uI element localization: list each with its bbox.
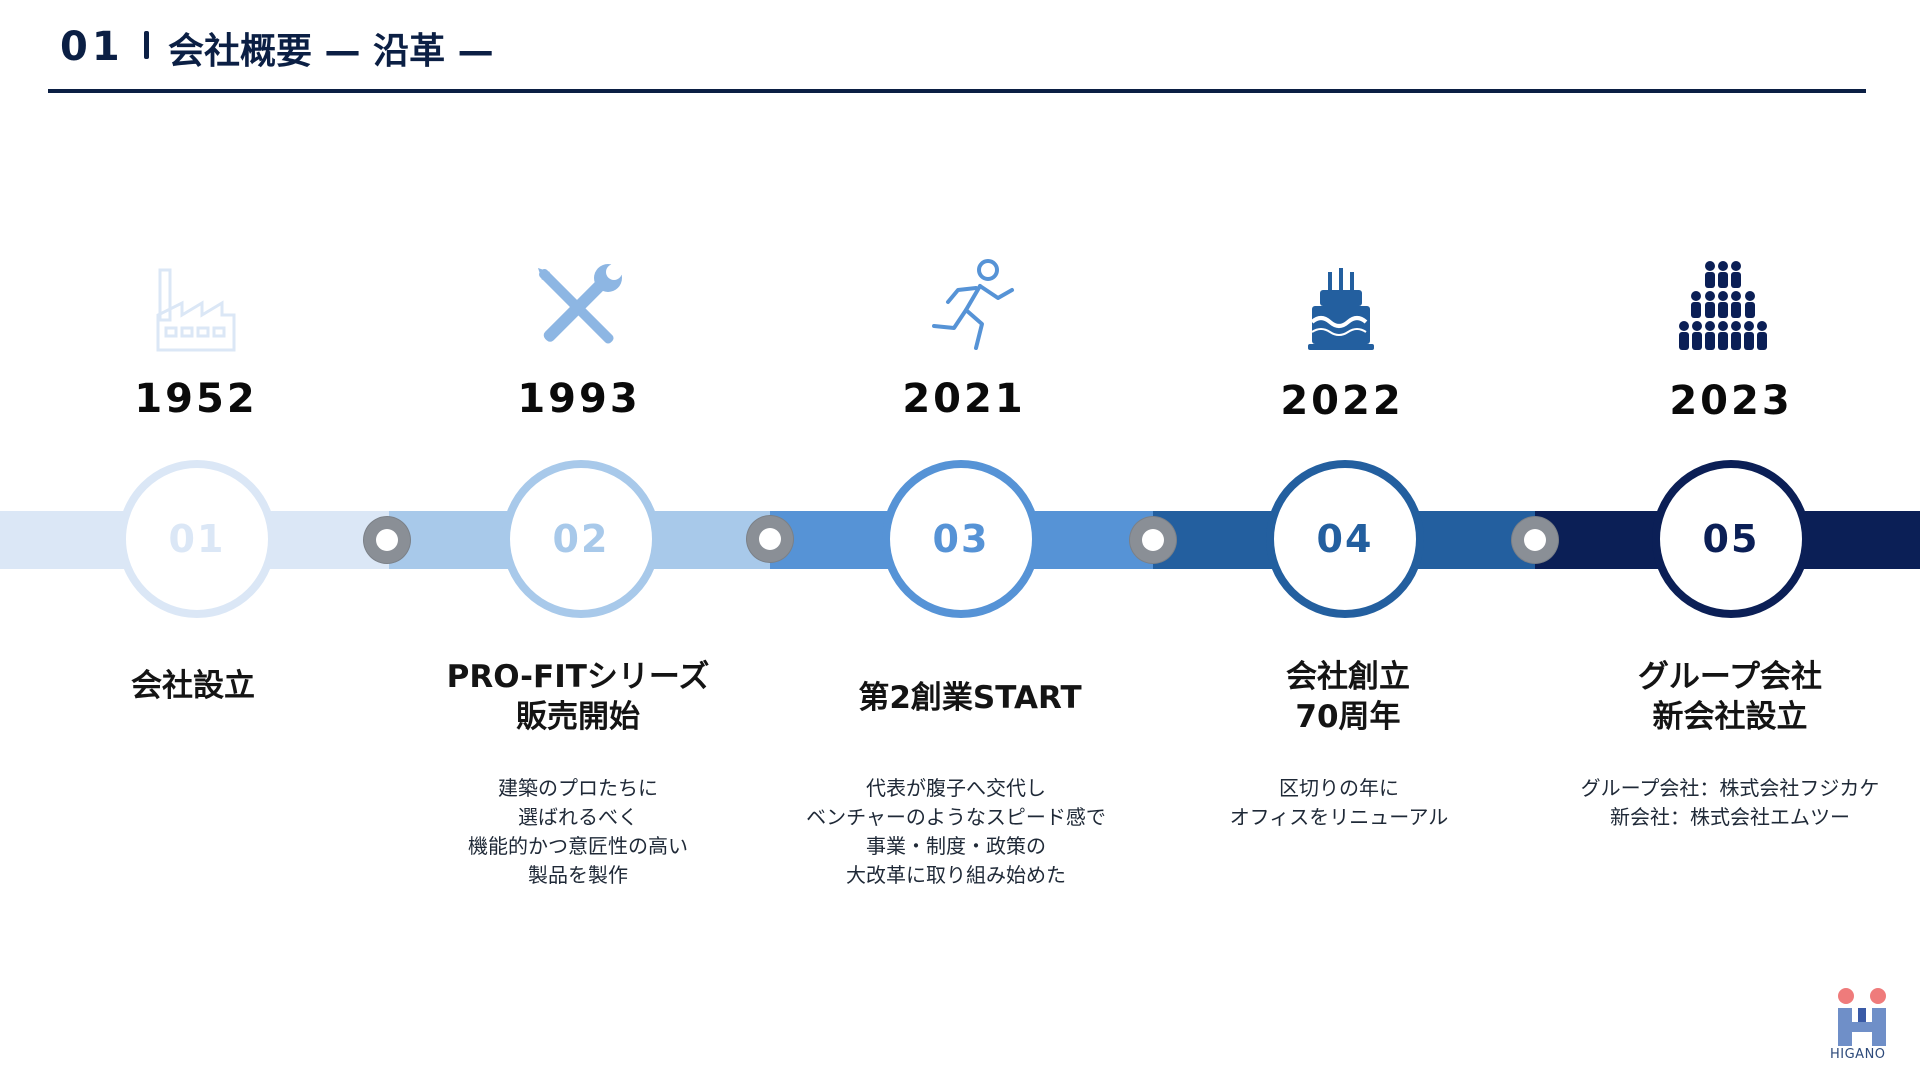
description-line: オフィスをリニューアル bbox=[1229, 805, 1449, 829]
timeline-connector bbox=[1512, 517, 1558, 563]
description-line: 大改革に取り組み始めた bbox=[846, 863, 1066, 887]
milestone-title: 会社創立 70周年 bbox=[1158, 657, 1538, 737]
milestone-description: 代表が腹子へ交代し ベンチャーのようなスピード感で 事業・制度・政策の 大改革に… bbox=[766, 774, 1146, 890]
title-line: 会社設立 bbox=[131, 668, 255, 704]
milestone-number: 01 bbox=[168, 517, 226, 561]
year-label: 1952 bbox=[134, 376, 258, 422]
people-group-icon bbox=[1678, 260, 1768, 356]
milestone-number: 04 bbox=[1316, 517, 1374, 561]
description-line: 新会社：株式会社エムツー bbox=[1610, 805, 1850, 829]
cake-icon bbox=[1306, 262, 1376, 354]
milestone-description: 建築のプロたちに 選ばれるべく 機能的かつ意匠性の高い 製品を製作 bbox=[388, 774, 768, 890]
timeline-connector bbox=[364, 517, 410, 563]
milestone-number: 05 bbox=[1702, 517, 1760, 561]
logo-text: HIGANO bbox=[1830, 1047, 1886, 1062]
description-line: 製品を製作 bbox=[528, 863, 628, 887]
milestone-circle-05: 05 bbox=[1652, 460, 1810, 618]
description-line: 機能的かつ意匠性の高い bbox=[468, 834, 688, 858]
milestone-description: グループ会社：株式会社フジカケ 新会社：株式会社エムツー bbox=[1540, 774, 1920, 832]
year-label: 1993 bbox=[517, 376, 641, 422]
timeline-connector bbox=[747, 516, 793, 562]
description-line: 代表が腹子へ交代し bbox=[866, 776, 1046, 800]
higano-logo-icon bbox=[1834, 988, 1890, 1048]
milestone-title: PRO-FITシリーズ 販売開始 bbox=[388, 657, 768, 737]
title-line: グループ会社 bbox=[1637, 659, 1823, 695]
runner-icon bbox=[928, 258, 1018, 354]
milestone-circle-03: 03 bbox=[882, 460, 1040, 618]
title-line: 販売開始 bbox=[516, 699, 640, 735]
milestone-number: 03 bbox=[932, 517, 990, 561]
description-line: ベンチャーのようなスピード感で bbox=[806, 805, 1106, 829]
milestone-circle-02: 02 bbox=[502, 460, 660, 618]
title-line: 会社創立 bbox=[1286, 659, 1410, 695]
description-line: 区切りの年に bbox=[1279, 776, 1399, 800]
milestone-number: 02 bbox=[552, 517, 610, 561]
milestone-title: グループ会社 新会社設立 bbox=[1540, 657, 1920, 737]
title-line: PRO-FITシリーズ bbox=[446, 659, 710, 695]
year-label: 2022 bbox=[1280, 378, 1404, 424]
description-line: 選ばれるべく bbox=[518, 805, 638, 829]
milestone-circle-01: 01 bbox=[118, 460, 276, 618]
description-line: グループ会社：株式会社フジカケ bbox=[1580, 776, 1880, 800]
page-title: 会社概要 — 沿革 — bbox=[168, 31, 494, 72]
milestone-title: 会社設立 bbox=[3, 666, 383, 706]
title-line: 70周年 bbox=[1295, 699, 1401, 735]
milestone-circle-04: 04 bbox=[1266, 460, 1424, 618]
header-separator bbox=[144, 31, 149, 59]
timeline-connector bbox=[1130, 517, 1176, 563]
year-label: 2021 bbox=[902, 376, 1026, 422]
year-label: 2023 bbox=[1669, 378, 1793, 424]
title-line: 新会社設立 bbox=[1652, 699, 1808, 735]
description-line: 建築のプロたちに bbox=[498, 776, 658, 800]
header-rule bbox=[48, 89, 1866, 93]
milestone-title: 第2創業START bbox=[780, 678, 1160, 718]
section-number: 01 bbox=[60, 24, 124, 70]
tools-icon bbox=[532, 262, 624, 354]
milestone-description: 区切りの年に オフィスをリニューアル bbox=[1149, 774, 1529, 832]
factory-icon bbox=[150, 265, 240, 355]
description-line: 事業・制度・政策の bbox=[866, 834, 1046, 858]
title-line: 第2創業START bbox=[858, 680, 1082, 716]
